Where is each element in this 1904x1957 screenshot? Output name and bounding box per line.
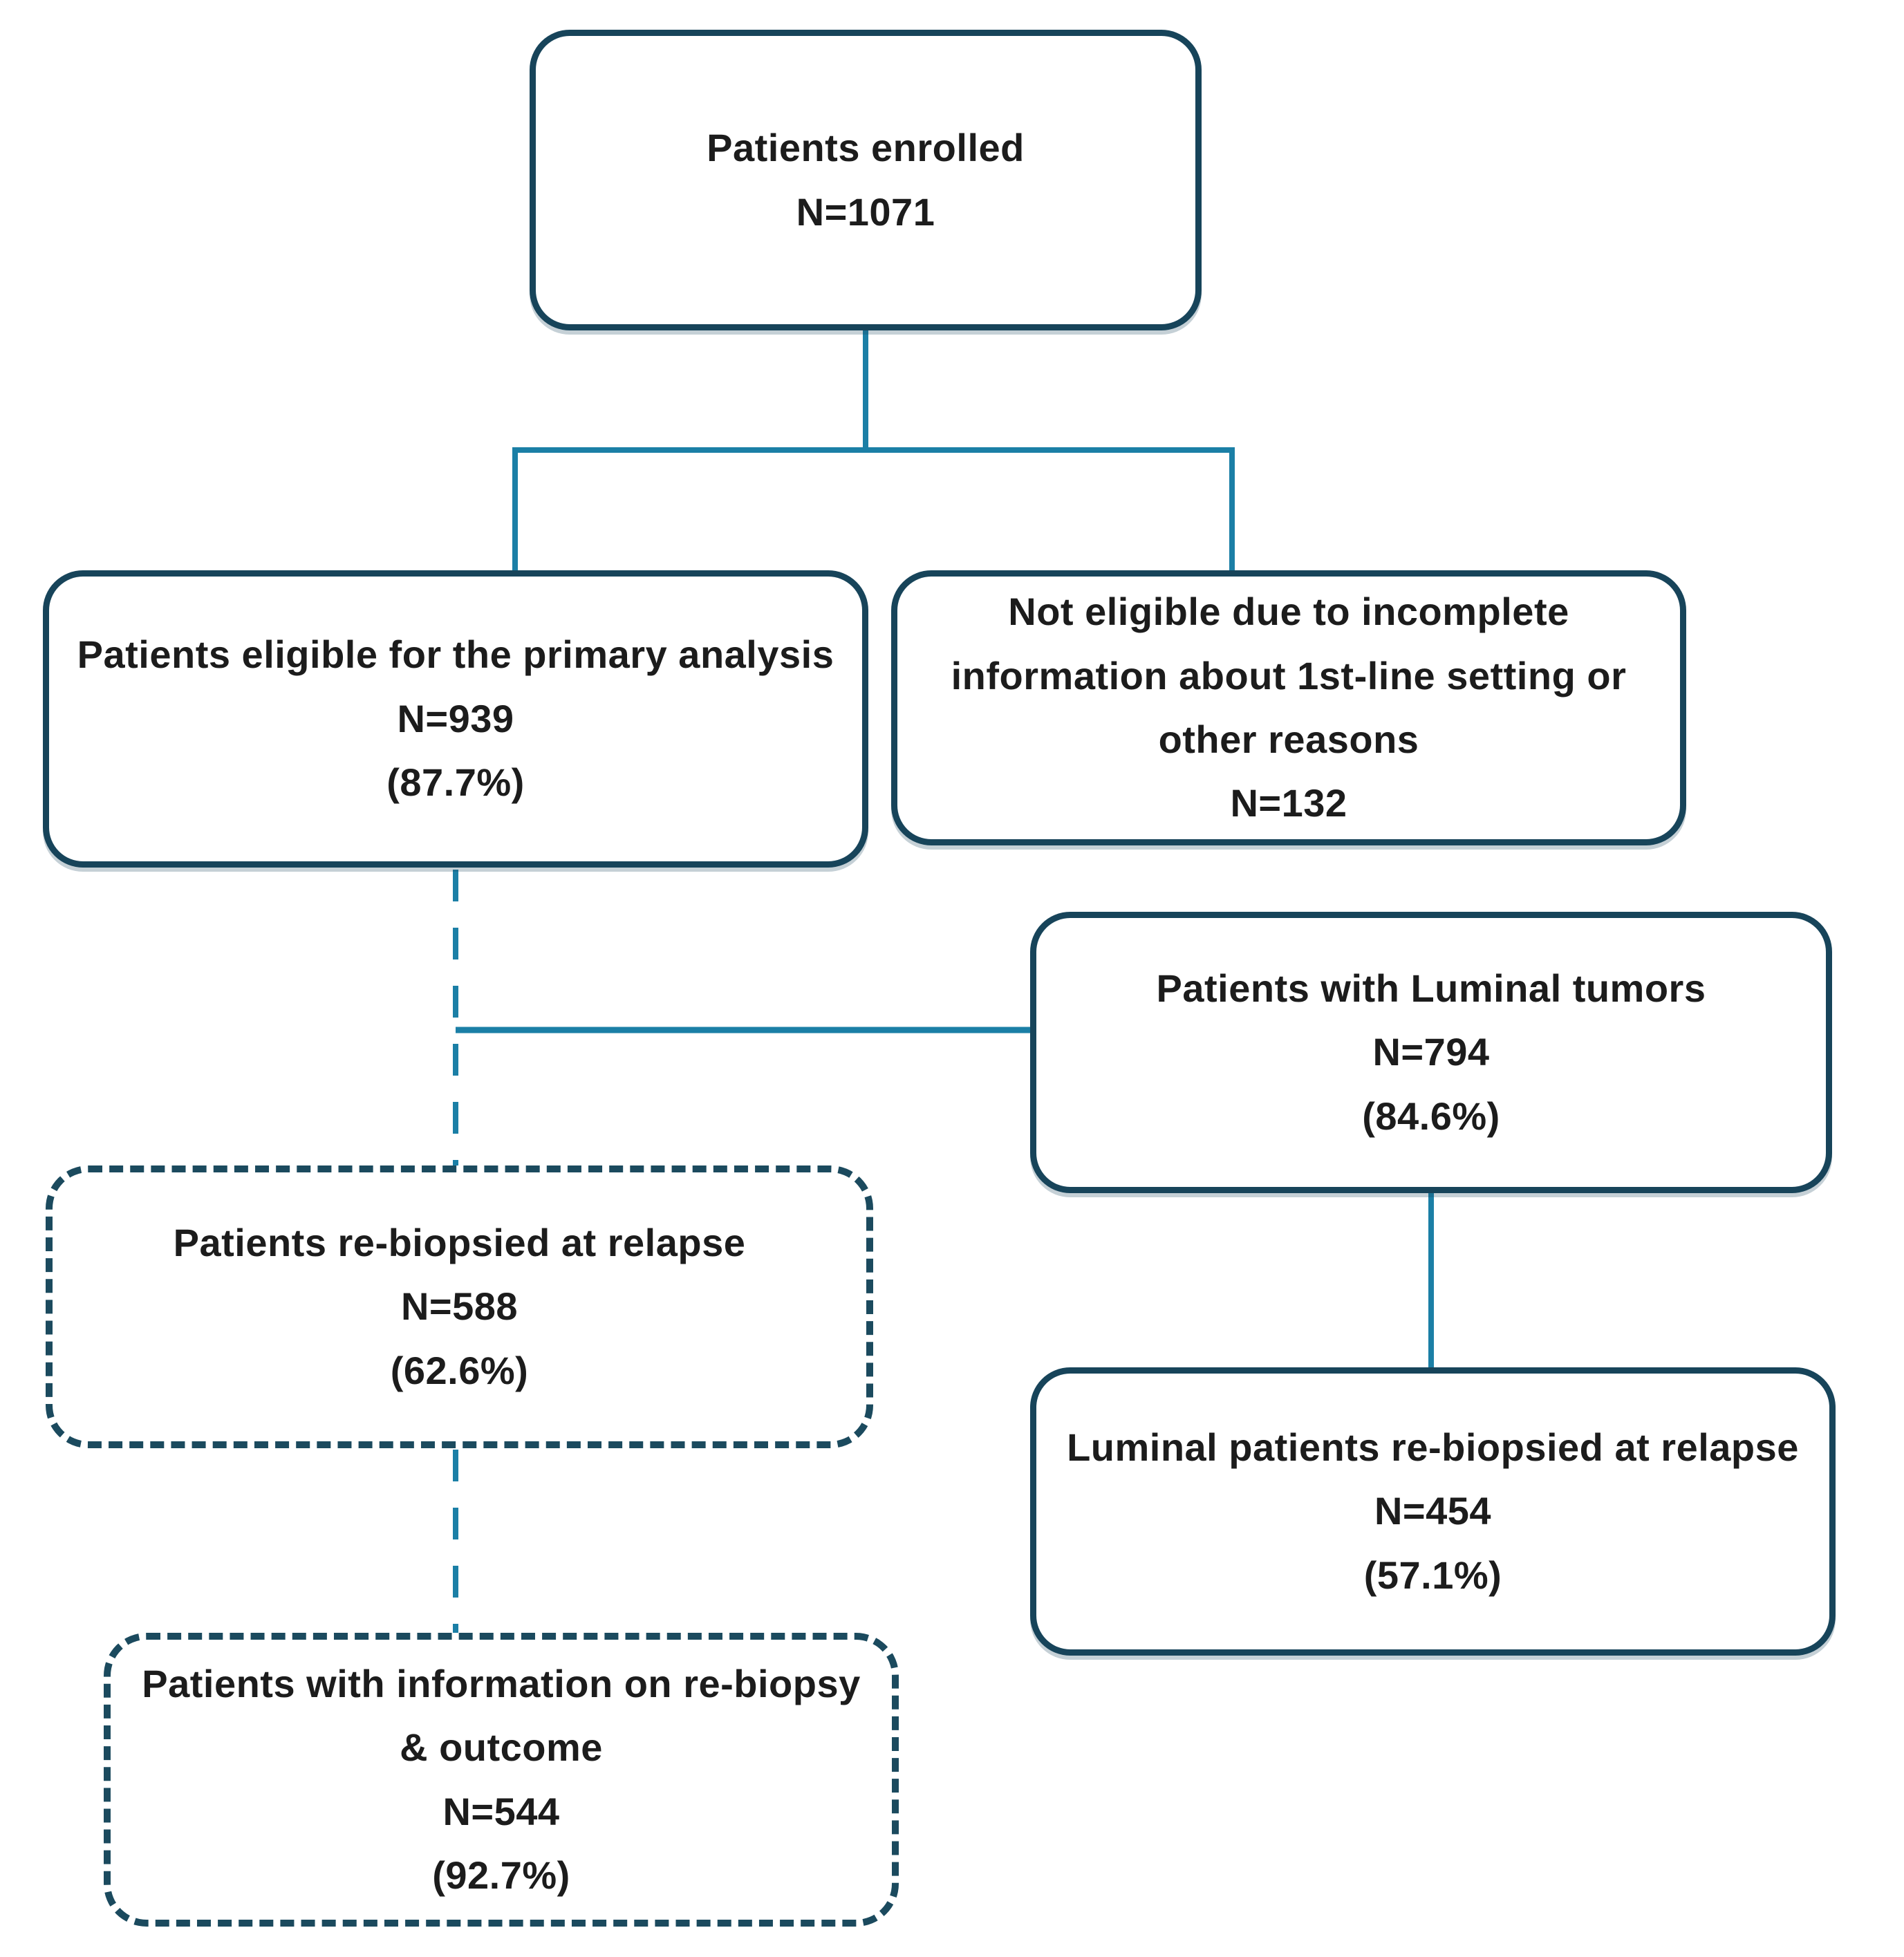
box-label: Luminal patients re-biopsied at relapse (1067, 1425, 1799, 1469)
box-patients-enrolled: Patients enrolled N=1071 (530, 30, 1202, 330)
box-rebiopsied-at-relapse: Patients re-biopsied at relapse N=588 (6… (46, 1165, 873, 1448)
box-percentage: (84.6%) (1362, 1094, 1500, 1138)
box-label: Patients eligible for the primary analys… (77, 633, 834, 677)
box-percentage: (57.1%) (1363, 1553, 1502, 1597)
box-label: Patients with information on re-biopsy &… (142, 1661, 861, 1770)
box-info-on-rebiopsy-outcome: Patients with information on re-biopsy &… (104, 1633, 899, 1927)
box-n-value: N=132 (1230, 781, 1347, 825)
box-label: Patients enrolled (707, 126, 1025, 170)
box-label: Patients re-biopsied at relapse (173, 1220, 746, 1264)
box-n-value: N=544 (442, 1789, 560, 1833)
box-n-value: N=794 (1372, 1030, 1490, 1074)
box-percentage: (92.7%) (432, 1853, 570, 1897)
box-luminal-tumors: Patients with Luminal tumors N=794 (84.6… (1030, 912, 1832, 1193)
box-luminal-rebiopsied: Luminal patients re-biopsied at relapse … (1030, 1367, 1836, 1656)
box-label: Patients with Luminal tumors (1156, 966, 1706, 1010)
box-n-value: N=1071 (796, 189, 935, 234)
box-n-value: N=454 (1374, 1489, 1492, 1533)
box-n-value: N=939 (397, 696, 514, 740)
box-label: Not eligible due to incomplete informati… (951, 590, 1627, 761)
box-percentage: (62.6%) (390, 1348, 529, 1392)
box-n-value: N=588 (400, 1284, 519, 1329)
box-patients-eligible: Patients eligible for the primary analys… (43, 570, 868, 868)
box-percentage: (87.7%) (386, 760, 525, 805)
box-not-eligible: Not eligible due to incomplete informati… (891, 570, 1686, 845)
